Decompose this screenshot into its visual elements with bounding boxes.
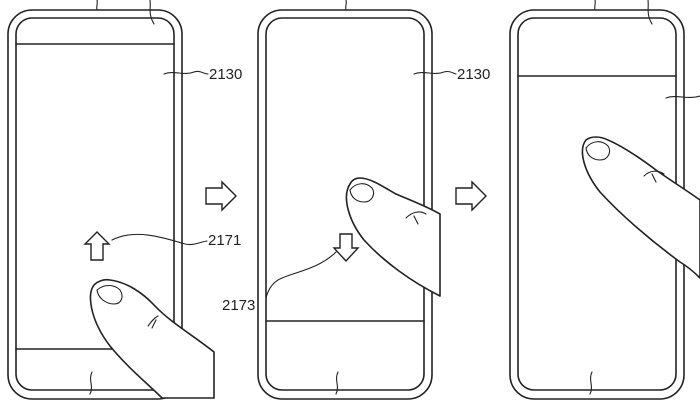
- device-screen: [15, 17, 175, 391]
- hand-icon: [345, 177, 441, 297]
- hand-icon: [581, 136, 700, 279]
- device-outer-body: [7, 9, 183, 400]
- hand-icon: [89, 278, 215, 399]
- leader-line-display: [665, 95, 700, 99]
- leader-line-2173: [265, 251, 337, 299]
- device-outer-body: [257, 9, 433, 400]
- reference-label-2171: 2171: [208, 232, 241, 249]
- bottom-lead-line: [589, 371, 593, 395]
- leader-line-2130: [163, 70, 209, 75]
- panel-2: 2130 2173: [222, 0, 490, 400]
- down-arrow-icon: [332, 233, 360, 263]
- top-lead-line: [96, 0, 98, 11]
- top-lead-line: [345, 0, 347, 11]
- right-arrow-icon: [455, 180, 487, 212]
- right-arrow-icon: [205, 180, 237, 212]
- panel-1: 2130 2171: [7, 0, 242, 400]
- reference-label-2130: 2130: [457, 66, 490, 83]
- top-lead-line: [594, 0, 596, 11]
- up-arrow-icon: [83, 231, 111, 261]
- reference-label-2173: 2173: [222, 297, 255, 314]
- bottom-lead-line: [89, 371, 93, 395]
- panel-3: [509, 0, 700, 400]
- leader-line-2130: [413, 70, 457, 75]
- leader-line-2171: [111, 233, 208, 246]
- bottom-lead-line: [335, 371, 339, 395]
- device-screen: [265, 17, 425, 391]
- top-lead-line: [149, 0, 155, 25]
- top-lead-line: [647, 0, 653, 25]
- reference-label-2130: 2130: [209, 66, 242, 83]
